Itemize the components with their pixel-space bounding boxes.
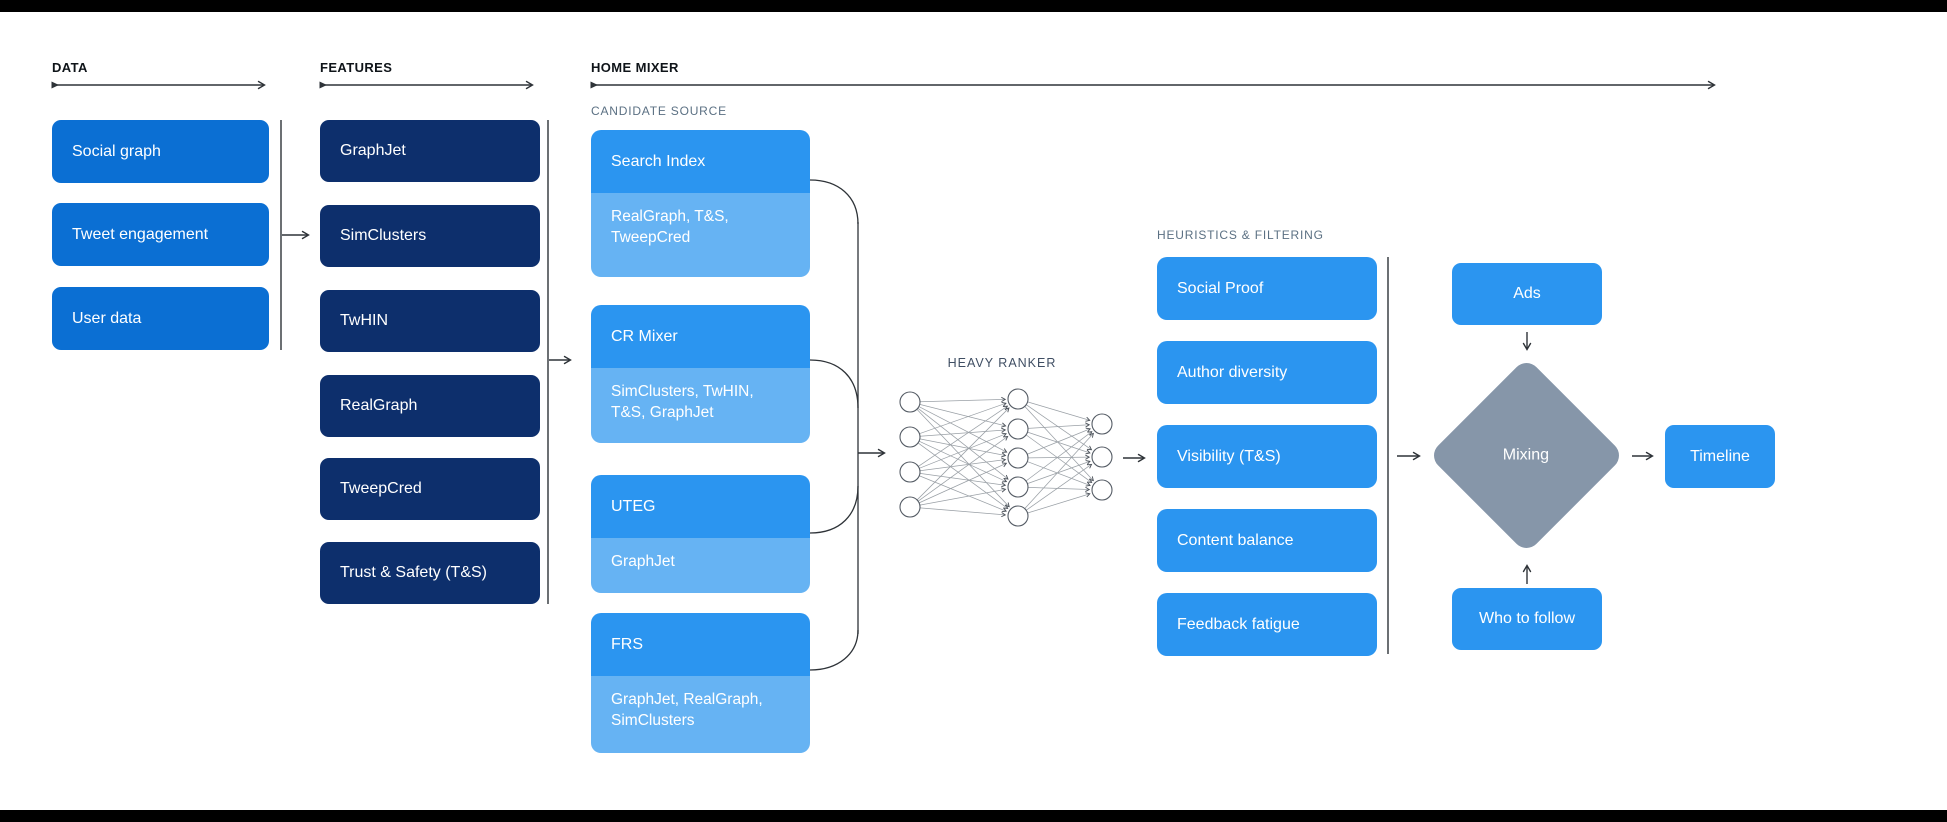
heuristic-box: Social Proof: [1157, 257, 1377, 320]
heuristic-box: Visibility (T&S): [1157, 425, 1377, 488]
mixing-label: Mixing: [1503, 446, 1550, 464]
network-node: [899, 391, 921, 413]
candidate-bus-curves: [809, 179, 859, 671]
network-node: [1007, 388, 1029, 410]
network-node: [1091, 413, 1113, 435]
network-node: [1007, 505, 1029, 527]
data-box: Social graph: [52, 120, 269, 183]
feature-box: RealGraph: [320, 375, 540, 437]
mixing-diamond: Mixing: [1428, 357, 1625, 554]
who-to-follow-box: Who to follow: [1452, 588, 1602, 650]
feature-box: Trust & Safety (T&S): [320, 542, 540, 604]
heavy-ranker-label: HEAVY RANKER: [947, 356, 1057, 370]
network-node: [1091, 446, 1113, 468]
heuristic-box: Author diversity: [1157, 341, 1377, 404]
network-node: [899, 496, 921, 518]
candidate-card-sources: SimClusters, TwHIN, T&S, GraphJet: [591, 368, 810, 443]
heuristics-label: HEURISTICS & FILTERING: [1157, 228, 1324, 242]
candidate-card-sources: GraphJet, RealGraph, SimClusters: [591, 676, 810, 753]
candidate-source-label: CANDIDATE SOURCE: [591, 104, 727, 118]
network-node: [1007, 418, 1029, 440]
top-letterbox-bar: [0, 0, 1947, 12]
candidate-card-sources: GraphJet: [591, 538, 810, 593]
network-node: [1091, 479, 1113, 501]
bottom-letterbox-bar: [0, 810, 1947, 822]
data-section-label: DATA: [52, 60, 88, 75]
feature-box: SimClusters: [320, 205, 540, 267]
candidate-card-title: CR Mixer: [591, 305, 810, 368]
feature-box: TweepCred: [320, 458, 540, 520]
heuristic-box: Content balance: [1157, 509, 1377, 572]
candidate-card-title: FRS: [591, 613, 810, 676]
feature-box: GraphJet: [320, 120, 540, 182]
neural-network-graphic: [899, 388, 1113, 527]
ads-box: Ads: [1452, 263, 1602, 325]
features-section-label: FEATURES: [320, 60, 393, 75]
candidate-card-title: Search Index: [591, 130, 810, 193]
data-box: User data: [52, 287, 269, 350]
network-node: [899, 461, 921, 483]
network-node: [1007, 476, 1029, 498]
data-box: Tweet engagement: [52, 203, 269, 266]
feature-box: TwHIN: [320, 290, 540, 352]
heuristic-box: Feedback fatigue: [1157, 593, 1377, 656]
candidate-card-sources: RealGraph, T&S, TweepCred: [591, 193, 810, 277]
network-node: [1007, 447, 1029, 469]
network-node: [899, 426, 921, 448]
home-mixer-section-label: HOME MIXER: [591, 60, 679, 75]
timeline-box: Timeline: [1665, 425, 1775, 488]
candidate-card-title: UTEG: [591, 475, 810, 538]
